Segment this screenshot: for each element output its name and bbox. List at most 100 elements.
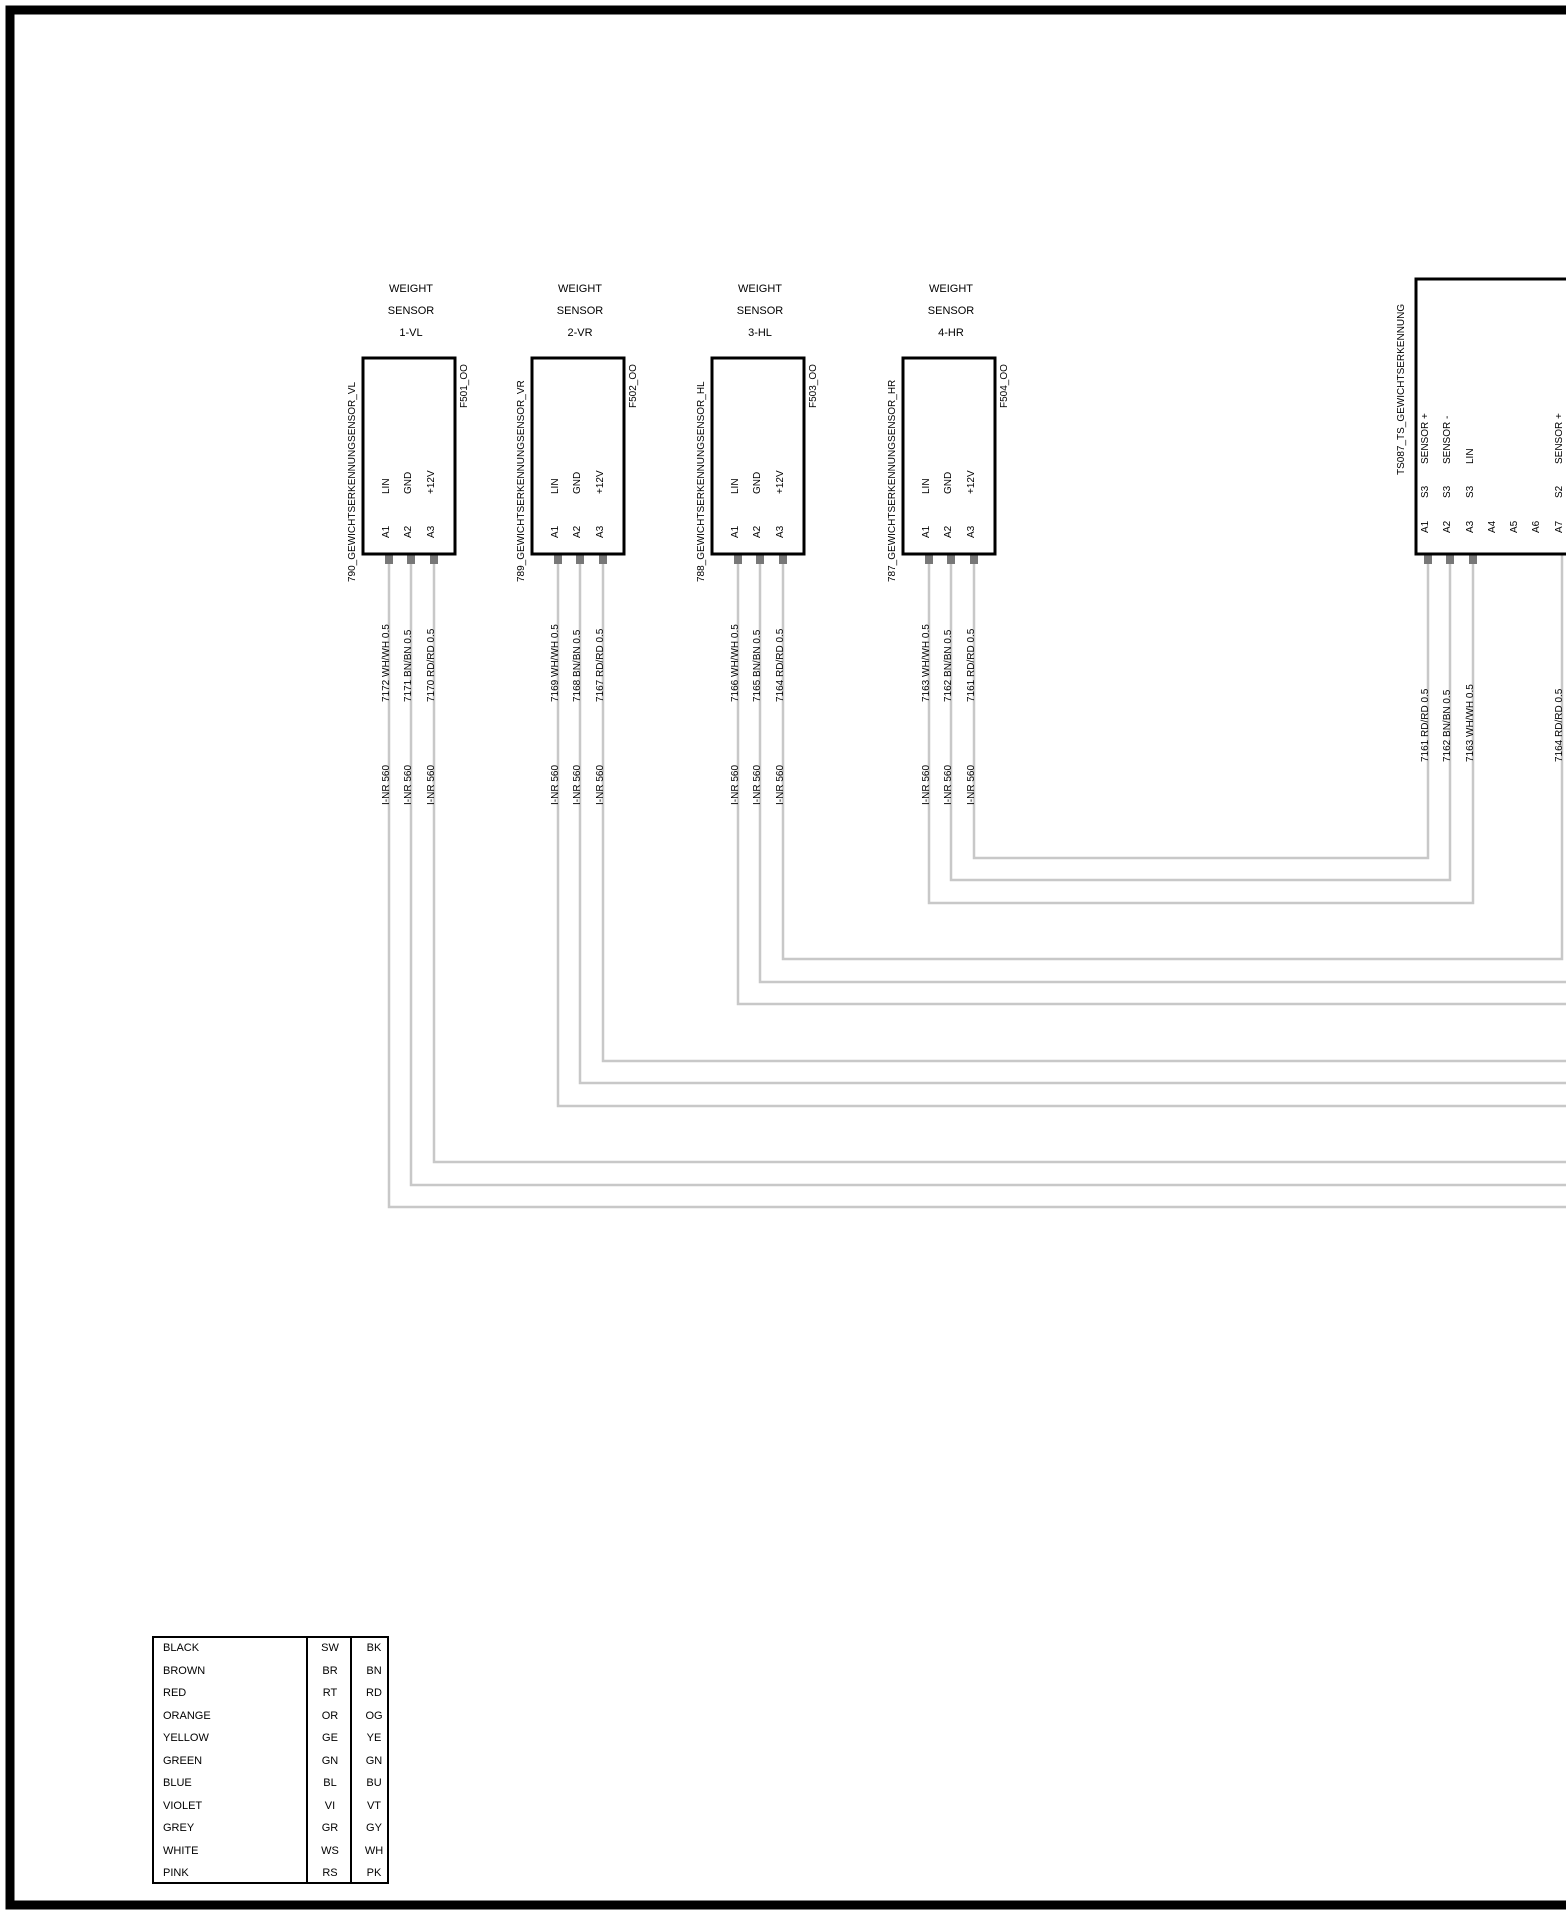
pin-terminal (779, 555, 787, 564)
wire-label: 7172 WH/WH 0.5 (381, 624, 392, 702)
pin-name: SENSOR + (1420, 413, 1431, 464)
sensor-title-line3: 4-HR (938, 327, 964, 339)
wire-ref: I-NR 560 (752, 765, 763, 805)
legend-color-name: BLACK (163, 1642, 200, 1654)
pin-num: A6 (1531, 520, 1542, 533)
pin-sub: S3 (1465, 485, 1476, 498)
pin-num: A2 (943, 525, 954, 538)
wire-ref: I-NR 560 (943, 765, 954, 805)
legend-code-en: YE (366, 1732, 382, 1744)
pin-name: LIN (730, 478, 741, 494)
connector-label: 788_GEWICHTSERKENNUNGSENSOR_HL (696, 381, 707, 582)
pin-name: LIN (921, 478, 932, 494)
wire-7171 (409, 555, 1566, 1187)
wire-label: 7169 WH/WH 0.5 (550, 624, 561, 702)
wire-7172 (387, 555, 1566, 1209)
wire-ref: I-NR 560 (921, 765, 932, 805)
connector-label: 787_GEWICHTSERKENNUNGSENSOR_HR (887, 380, 898, 582)
pin-name: SENSOR - (1442, 416, 1453, 464)
legend-row: WHITE WS WH (154, 1841, 387, 1864)
weight-sensor-1-vl: WEIGHT SENSOR 1-VL 790_GEWICHTSERKENNUNG… (347, 283, 470, 805)
pin-name: LIN (550, 478, 561, 494)
pin-terminal (576, 555, 584, 564)
module-connector-label: TS087_TS_GEWICHTSERKENNUNG (1396, 304, 1407, 475)
legend-row: PINK RS PK (154, 1863, 387, 1886)
pin-num: A5 (1509, 520, 1520, 533)
pin-num: A4 (1487, 520, 1498, 533)
legend-color-name: RED (163, 1687, 187, 1699)
legend-code-en: WH (364, 1844, 384, 1857)
pin-terminal (970, 555, 978, 564)
pin-name: +12V (775, 470, 786, 494)
pin-terminal (1469, 555, 1477, 564)
pin-num: A1 (1420, 520, 1431, 533)
legend-code-de: RT (322, 1687, 338, 1699)
pin-name: +12V (595, 470, 606, 494)
pin-terminal (554, 555, 562, 564)
wire-ref: I-NR 560 (730, 765, 741, 805)
legend-code-en: GY (366, 1822, 382, 1834)
page-border (5, 5, 1566, 1910)
sensor-title-line1: WEIGHT (929, 283, 973, 295)
connector-label: 789_GEWICHTSERKENNUNGSENSOR_VR (516, 380, 527, 582)
legend-row: VIOLET VI VT (154, 1796, 387, 1819)
pin-terminal (385, 555, 393, 564)
wire-harness (385, 555, 1566, 1209)
wire-7169 (556, 555, 1566, 1108)
legend-code-de: RS (322, 1867, 338, 1879)
wire-label: 7163 WH/WH 0.5 (1465, 684, 1476, 762)
wire-color-legend: BLACK SW BK BROWN BR BN RED RT RD ORANGE… (152, 1636, 389, 1884)
wire-ref: I-NR 560 (403, 765, 414, 805)
pin-num: A1 (381, 525, 392, 538)
pin-name: GND (572, 472, 583, 494)
fuse-label: F502_OO (628, 364, 639, 408)
pin-sub: S3 (1420, 485, 1431, 498)
pin-terminal (599, 555, 607, 564)
pin-terminal (947, 555, 955, 564)
wire-label: 7164 RD/RD 0.5 (1554, 688, 1565, 762)
sensor-title-line1: WEIGHT (389, 283, 433, 295)
pin-num: A3 (426, 525, 437, 538)
wire-7167 (601, 555, 1566, 1063)
legend-color-name: WHITE (163, 1844, 199, 1857)
pin-name: SENSOR + (1554, 413, 1565, 464)
legend-row: YELLOW GE YE (154, 1728, 387, 1751)
pin-terminal (1446, 555, 1454, 564)
pin-num: A3 (775, 525, 786, 538)
connector-box (530, 356, 626, 556)
pin-sub: S2 (1554, 485, 1565, 498)
legend-code-de: VI (324, 1799, 336, 1812)
legend-code-de: SW (321, 1642, 339, 1654)
legend-code-de: BR (322, 1664, 338, 1677)
wire-7162 (949, 555, 1452, 882)
pin-num: A1 (921, 525, 932, 538)
pin-num: A3 (1465, 520, 1476, 533)
legend-row: GREY GR GY (154, 1818, 387, 1841)
wire-label: 7164 RD/RD 0.5 (775, 628, 786, 702)
legend-row: BLUE BL BU (154, 1773, 387, 1796)
sensor-title-line2: SENSOR (388, 305, 435, 317)
sensor-title-line3: 1-VL (399, 327, 422, 339)
legend-color-name: VIOLET (163, 1799, 203, 1812)
legend-color-name: PINK (163, 1867, 189, 1879)
wire-label: 7162 BN/BN 0.5 (943, 629, 954, 702)
legend-code-en: BU (366, 1777, 382, 1789)
pin-terminal (1424, 555, 1432, 564)
legend-code-de: GR (321, 1822, 339, 1834)
legend-code-de: GN (321, 1754, 339, 1767)
wire-label: 7161 RD/RD 0.5 (966, 628, 977, 702)
weight-sensor-3-hl: WEIGHT SENSOR 3-HL 788_GEWICHTSERKENNUNG… (696, 283, 819, 805)
wire-7165 (758, 555, 1566, 984)
legend-code-de: BL (323, 1777, 337, 1789)
legend-color-name: GREY (163, 1822, 195, 1834)
fuse-label: F504_OO (999, 364, 1010, 408)
wire-label: 7161 RD/RD 0.5 (1420, 688, 1431, 762)
wire-label: 7165 BN/BN 0.5 (752, 629, 763, 702)
fuse-label: F501_OO (459, 364, 470, 408)
wire-label: 7171 BN/BN 0.5 (403, 629, 414, 702)
legend-code-en: RD (366, 1687, 382, 1699)
module-box (1414, 277, 1566, 556)
wire-ref: I-NR 560 (775, 765, 786, 805)
pin-terminal (756, 555, 764, 564)
